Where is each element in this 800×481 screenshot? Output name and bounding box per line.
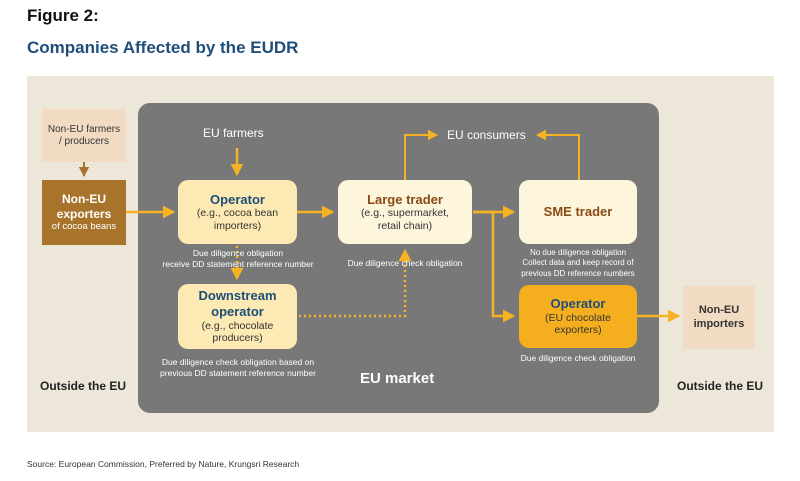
large-trader-title: Large trader [367,191,443,207]
eu-operator-title: Operator [550,296,606,312]
outside-eu-right-label: Outside the EU [677,379,764,393]
eu-consumers-label: EU consumers [447,128,526,142]
downstream-note: Due diligence check obligation based on … [138,357,338,379]
sme-note-line3: previous DD reference numbers [521,268,635,278]
operator-note-line1: Due diligence obligation [192,248,284,258]
eu-operator-sub2: exporters) [554,324,602,337]
arrow-large-trader-to-consumers [404,129,438,180]
non-eu-farmers-box: Non-EU farmers / producers [42,109,126,162]
operator-sub1: (e.g., cocoa bean [196,207,279,220]
non-eu-exporters-box: Non-EU exporters of cocoa beans [42,180,126,245]
non-eu-farmers-line1: Non-EU farmers [47,123,121,135]
large-trader-box: Large trader (e.g., supermarket, retail … [338,180,472,244]
arrow-large-trader-to-eu-operator [473,210,516,323]
downstream-operator-box: Downstream operator (e.g., chocolate pro… [178,284,297,349]
figure-label: Figure 2: [27,6,99,25]
downstream-note-line2: previous DD statement reference number [160,368,316,379]
downstream-sub2: producers) [212,332,263,345]
eu-operator-sub1: (EU chocolate [545,311,611,324]
operator-note-line2: receive DD statement reference number [162,259,314,270]
eu-farmers-label: EU farmers [203,126,264,140]
non-eu-importers-line1: Non-EU [698,304,740,317]
downstream-sub1: (e.g., chocolate [201,319,274,332]
eu-operator-box: Operator (EU chocolate exporters) [519,285,637,348]
non-eu-exporters-title1: Non-EU [62,192,106,207]
sme-note-line2: Collect data and keep record of [522,258,634,268]
large-trader-sub1: (e.g., supermarket, [360,207,450,220]
operator-title: Operator [210,191,265,207]
operator-note: Due diligence obligation receive DD stat… [143,248,333,270]
sme-note-line1: No due diligence obligation [529,248,627,257]
downstream-note-line1: Due diligence check obligation based on [161,357,315,367]
sme-trader-note: No due diligence obligation Collect data… [505,248,651,279]
non-eu-farmers-line2: / producers [58,135,110,147]
sme-trader-box: SME trader [519,180,637,244]
arrow-sme-to-consumers [536,129,580,180]
downstream-title1: Downstream [198,288,277,304]
operator-importers-box: Operator (e.g., cocoa bean importers) [178,180,297,244]
sme-trader-title: SME trader [543,204,613,220]
non-eu-exporters-sub: of cocoa beans [51,221,117,233]
figure-title: Companies Affected by the EUDR [27,38,299,57]
eu-market-label: EU market [360,370,435,387]
outside-eu-left-label: Outside the EU [40,379,127,393]
non-eu-importers-line2: importers [693,317,745,330]
source-note: Source: European Commission, Preferred b… [27,459,300,469]
non-eu-exporters-title2: exporters [56,206,112,221]
non-eu-importers-box: Non-EU importers [683,286,755,349]
eu-operator-note: Due diligence check obligation [520,353,636,363]
dotted-arrow-downstream-to-large-trader [299,248,412,318]
downstream-title2: operator [211,303,264,319]
large-trader-sub2: retail chain) [377,219,433,232]
large-trader-note: Due diligence check obligation [347,258,463,268]
operator-sub2: importers) [213,219,262,232]
